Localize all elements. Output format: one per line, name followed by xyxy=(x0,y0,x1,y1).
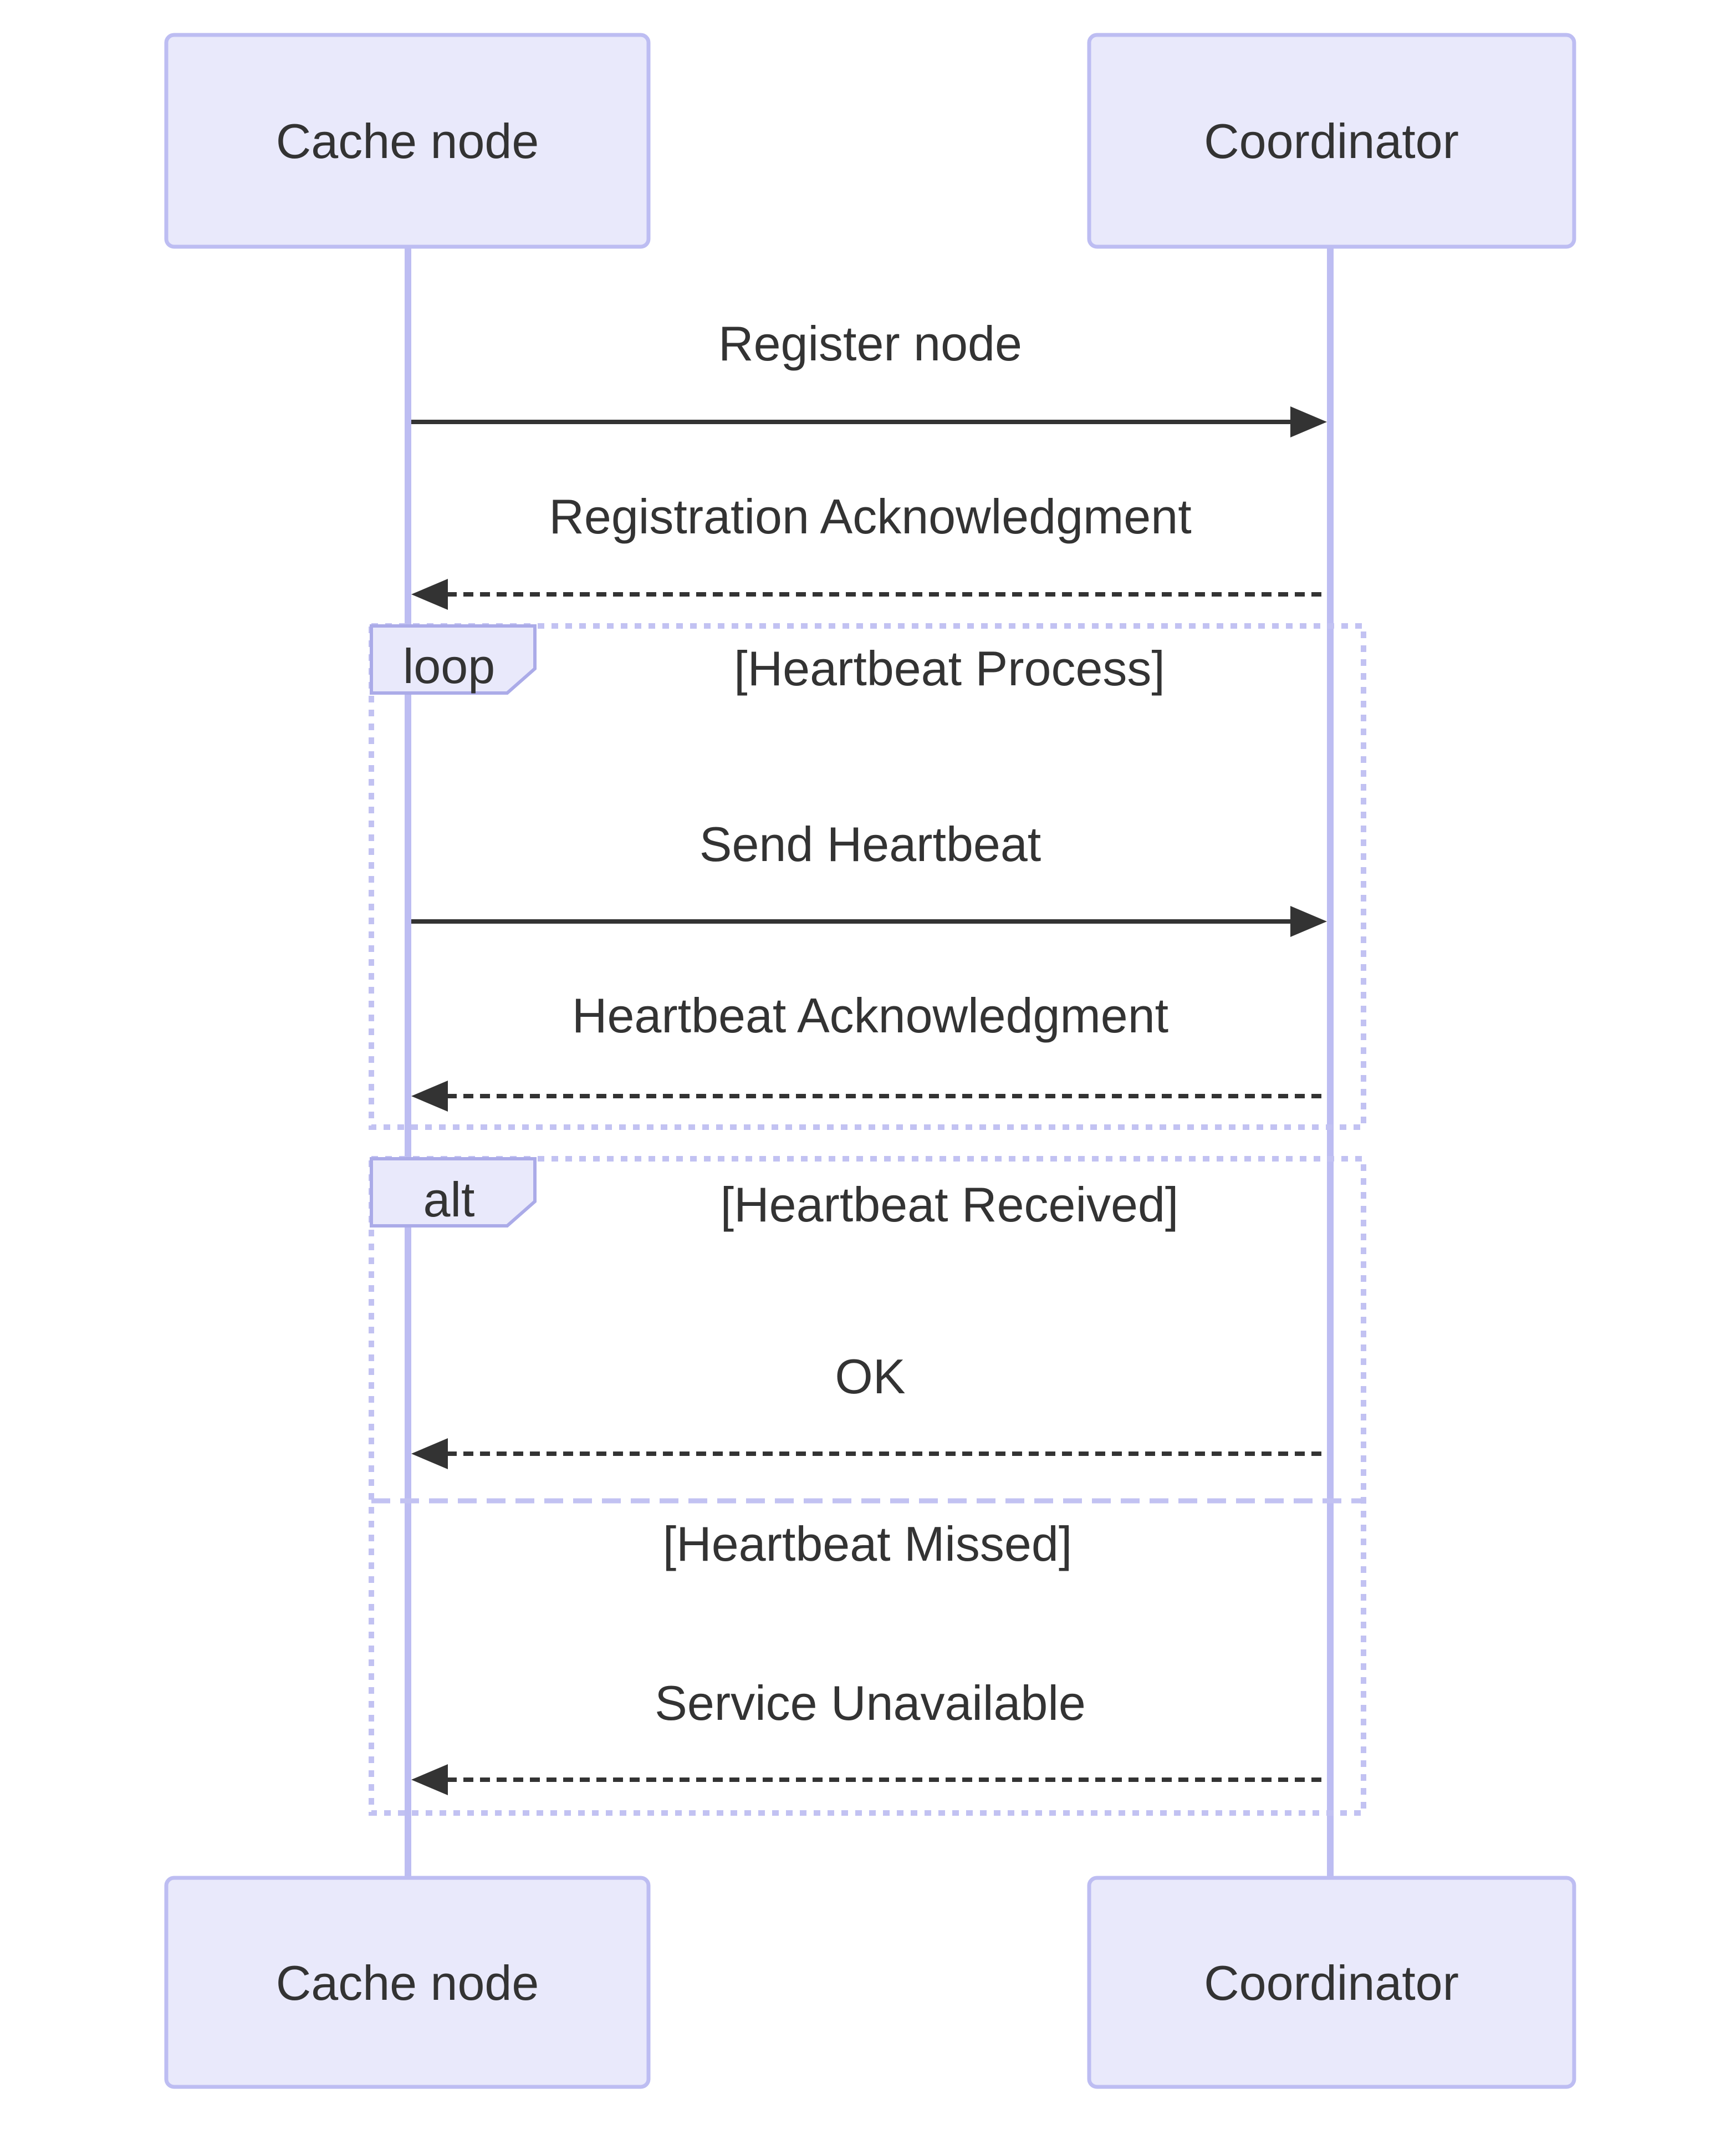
actor-label-cache-node-bottom: Cache node xyxy=(276,1955,539,2010)
alt-section-title-heartbeat-missed: [Heartbeat Missed] xyxy=(663,1516,1073,1571)
message-text-send-heartbeat: Send Heartbeat xyxy=(699,817,1041,872)
message-text-service-unavailable: Service Unavailable xyxy=(655,1675,1086,1730)
arrowhead-left-icon xyxy=(411,1081,448,1112)
actor-label-cache-node-top: Cache node xyxy=(276,114,539,169)
arrowhead-left-icon xyxy=(411,579,448,610)
alt-section-title-heartbeat-received: [Heartbeat Received] xyxy=(721,1177,1179,1232)
actor-box-coordinator-top xyxy=(1087,33,1576,249)
message-text-register-node: Register node xyxy=(718,316,1022,371)
alt-label: alt xyxy=(423,1172,475,1227)
arrowhead-left-icon xyxy=(411,1764,448,1795)
message-text-registration-acknowledgment: Registration Acknowledgment xyxy=(549,489,1191,544)
actor-label-coordinator-bottom: Coordinator xyxy=(1204,1955,1459,2010)
loop-label: loop xyxy=(403,639,495,694)
actor-box-coordinator-bottom xyxy=(1087,1876,1576,2089)
loop-frame xyxy=(369,623,1366,1130)
loop-title: [Heartbeat Process] xyxy=(734,641,1165,696)
alt-label-shape xyxy=(370,1157,537,1228)
actor-box-cache-node-top xyxy=(164,33,651,249)
arrowhead-left-icon xyxy=(411,1438,448,1469)
loop-label-shape xyxy=(370,624,537,695)
actor-box-cache-node-bottom xyxy=(164,1876,651,2089)
arrowhead-right-icon xyxy=(1290,906,1327,937)
arrowhead-right-icon xyxy=(1290,406,1327,437)
actor-label-coordinator-top: Coordinator xyxy=(1204,114,1459,169)
alt-frame xyxy=(369,1156,1366,1816)
message-text-ok: OK xyxy=(835,1349,905,1404)
message-text-heartbeat-acknowledgment: Heartbeat Acknowledgment xyxy=(572,988,1168,1043)
